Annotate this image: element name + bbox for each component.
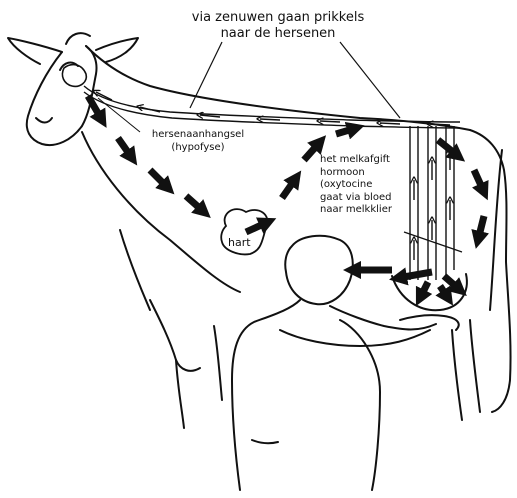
- nerve-label: via zenuwen gaan prikkels naar de hersen…: [168, 10, 388, 42]
- blood-path-udder: [352, 270, 460, 298]
- udder-nerve-arrows: [414, 150, 450, 260]
- pituitary-marker: [62, 65, 86, 87]
- nerve-label-pointers: [190, 42, 400, 118]
- hormone-label: het melkafgift hormoon (oxytocine gaat v…: [320, 154, 412, 217]
- pituitary-label: hersenaanhangsel (hypofyse): [138, 129, 258, 154]
- heart-label: hart: [228, 236, 251, 249]
